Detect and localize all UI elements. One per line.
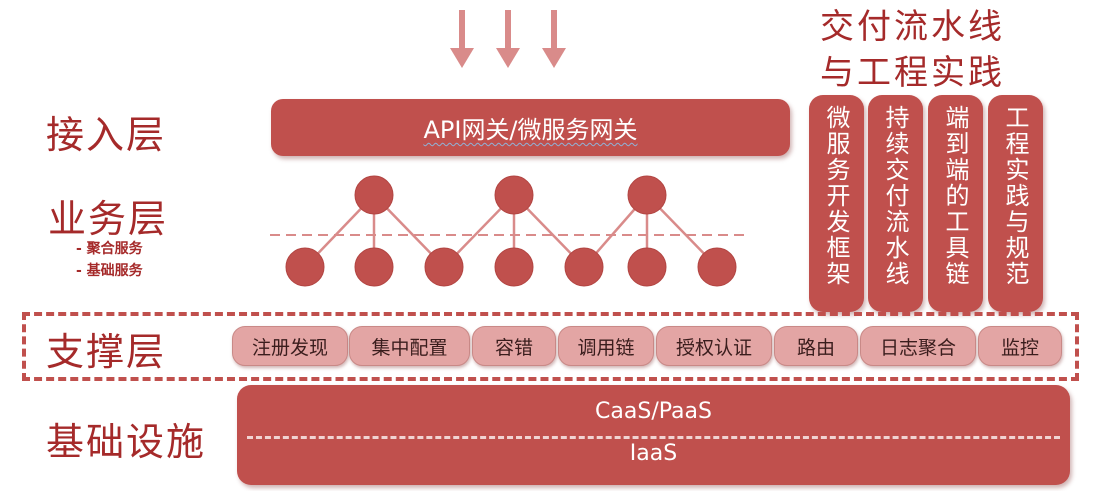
base-service-node [564, 247, 604, 287]
base-service-node [697, 247, 737, 287]
support-item-config: 集中配置 [349, 326, 470, 366]
aggregate-service-label: - 聚合服务 [76, 241, 143, 257]
aggregate-service-node [354, 175, 394, 215]
base-service-node [494, 247, 534, 287]
api-gateway-label: API网关/微服务网关 [423, 116, 638, 144]
support-layer-label: 支撑层 [46, 330, 167, 374]
iaas-label: IaaS [629, 441, 678, 466]
base-service-node [424, 247, 464, 287]
access-layer-label: 接入层 [46, 113, 167, 157]
support-item-logging: 日志聚合 [860, 326, 976, 366]
aggregate-service-node [494, 175, 534, 215]
caas-paas-label: CaaS/PaaS [595, 399, 712, 424]
pipeline-column-framework: 微服务开发框架 [809, 95, 864, 312]
pipeline-title-line2: 与工程实践 [820, 53, 1005, 93]
pipeline-column-delivery: 持续交付流水线 [868, 95, 923, 312]
pipeline-column-practice: 工程实践与规范 [988, 95, 1043, 312]
pipeline-column-toolchain: 端到端的工具链 [928, 95, 983, 312]
pipeline-column-label: 持续交付流水线 [881, 105, 909, 287]
pipeline-title-line1: 交付流水线 [820, 7, 1005, 47]
pipeline-column-label: 工程实践与规范 [1001, 105, 1029, 287]
infrastructure-divider [247, 436, 1060, 439]
aggregate-service-node [627, 175, 667, 215]
support-item-fault-tolerance: 容错 [472, 326, 556, 366]
pipeline-column-label: 微服务开发框架 [822, 105, 850, 287]
base-service-label: - 基础服务 [76, 263, 143, 279]
base-service-node [627, 247, 667, 287]
incoming-arrows [450, 10, 566, 68]
support-layer-frame [22, 312, 1079, 381]
business-layer-label: 业务层 [48, 197, 169, 241]
service-tree [270, 175, 750, 287]
base-service-node [354, 247, 394, 287]
support-item-registry: 注册发现 [232, 326, 348, 366]
support-item-monitoring: 监控 [978, 326, 1062, 366]
support-item-tracing: 调用链 [558, 326, 654, 366]
infrastructure-block: CaaS/PaaS IaaS [237, 385, 1070, 485]
support-item-auth: 授权认证 [656, 326, 772, 366]
support-item-routing: 路由 [774, 326, 858, 366]
infra-layer-label: 基础设施 [46, 420, 207, 464]
base-service-node [285, 247, 325, 287]
pipeline-column-label: 端到端的工具链 [941, 105, 969, 287]
api-gateway-bar: API网关/微服务网关 [271, 99, 790, 156]
